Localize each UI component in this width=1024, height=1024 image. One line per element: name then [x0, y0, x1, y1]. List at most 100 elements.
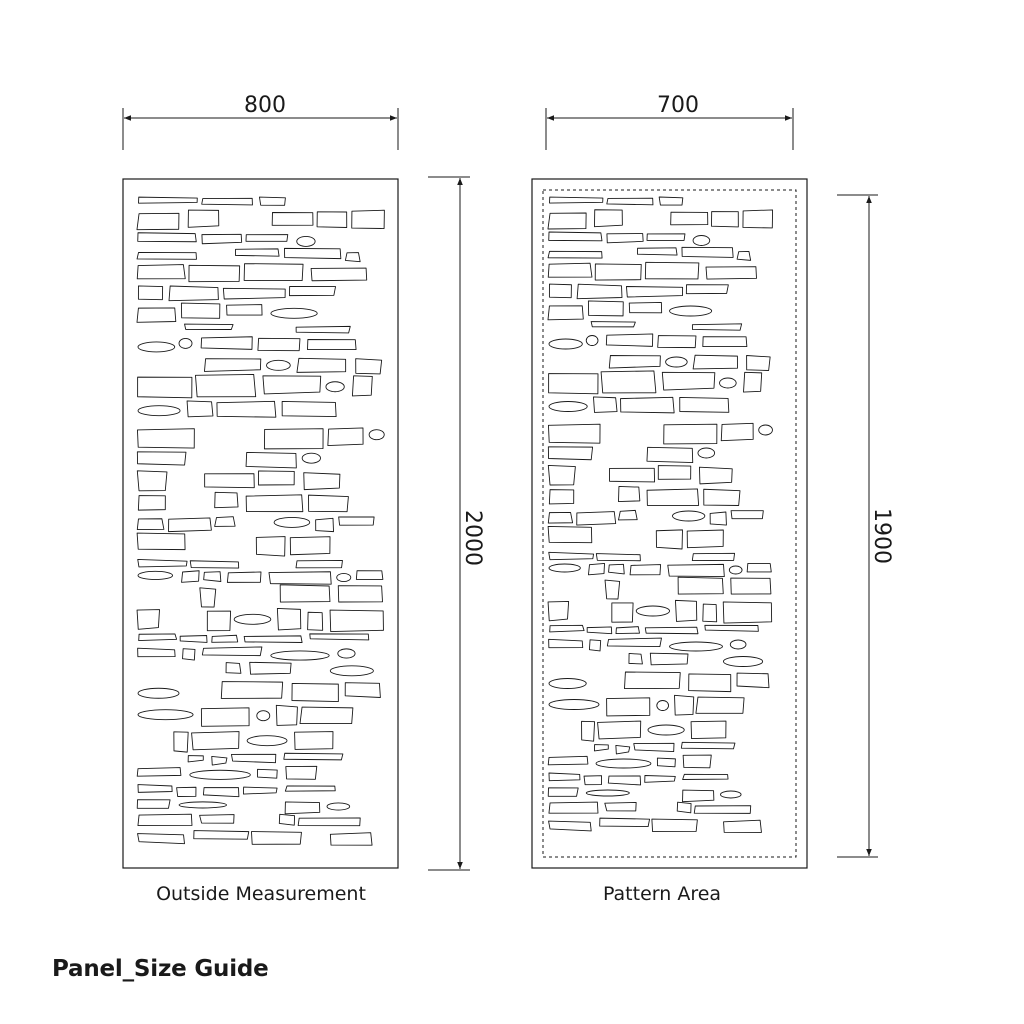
- cutout-shape: [263, 428, 324, 450]
- cutout-shape: [201, 646, 263, 657]
- cutout-shape: [675, 599, 698, 622]
- cutout-shape: [308, 494, 349, 513]
- cutout-shape: [193, 830, 250, 840]
- cutout-shape: [595, 758, 652, 769]
- cutout-shape: [296, 235, 316, 247]
- cutout-shape: [595, 553, 641, 562]
- cutout-shape: [604, 801, 637, 812]
- cutout-shape: [695, 696, 745, 714]
- cutout-shape: [624, 671, 681, 690]
- cutout-shape: [604, 579, 621, 600]
- cutout-shape: [677, 576, 724, 595]
- pattern-area-caption: Pattern Area: [603, 883, 721, 905]
- cutout-shape: [137, 341, 176, 353]
- cutout-shape: [746, 562, 772, 573]
- cutout-shape: [620, 396, 675, 414]
- cutout-shape: [609, 467, 656, 483]
- cutout-shape: [245, 234, 289, 242]
- cutout-shape: [276, 608, 302, 631]
- cutout-shape: [255, 536, 286, 557]
- cutout-shape: [688, 673, 732, 693]
- cutout-shape: [608, 355, 661, 369]
- cutout-shape: [327, 427, 364, 447]
- cutout-shape: [220, 681, 284, 699]
- cutout-shape: [669, 305, 713, 317]
- cutout-shape: [204, 473, 255, 489]
- cutout-shape: [202, 787, 240, 798]
- cutout-shape: [547, 600, 570, 622]
- cutout-shape: [581, 720, 596, 742]
- cutout-pattern: [547, 196, 774, 833]
- cutout-shape: [547, 755, 589, 766]
- cutout-shape: [586, 626, 613, 635]
- cutout-shape: [646, 446, 694, 464]
- cutout-shape: [191, 731, 240, 751]
- cutout-shape: [599, 817, 651, 828]
- cutout-shape: [656, 757, 676, 768]
- cutout-shape: [176, 786, 197, 797]
- cutout-shape: [720, 422, 754, 442]
- cutout-shape: [178, 337, 193, 349]
- cutout-shape: [211, 634, 239, 643]
- cutout-shape: [682, 789, 715, 803]
- height-label: 1900: [869, 508, 894, 564]
- cutout-shape: [628, 302, 663, 314]
- height-dimension-2000: 2000: [428, 176, 485, 871]
- cutout-shape: [590, 321, 636, 328]
- cutout-shape: [138, 196, 198, 204]
- cutout-shape: [618, 486, 641, 503]
- cutout-shape: [736, 250, 752, 261]
- cutout-shape: [188, 264, 241, 283]
- cutout-shape: [548, 373, 599, 395]
- cutout-shape: [243, 263, 304, 282]
- cutout-shape: [646, 488, 700, 506]
- cutout-shape: [720, 790, 742, 799]
- cutout-shape: [729, 639, 747, 650]
- cutout-shape: [326, 802, 351, 811]
- cutout-shape: [173, 731, 189, 753]
- cutout-shape: [587, 300, 624, 317]
- cutout-shape: [242, 786, 278, 795]
- cutout-shape: [137, 405, 181, 417]
- cutout-shape: [633, 742, 675, 753]
- pattern-area-dashed-boundary: [542, 189, 797, 858]
- cutout-shape: [211, 755, 228, 766]
- cutout-shape: [283, 752, 344, 761]
- cutout-shape: [736, 672, 770, 689]
- cutout-shape: [722, 656, 764, 667]
- cutout-shape: [201, 233, 243, 245]
- cutout-shape: [271, 212, 314, 226]
- width-label: 800: [244, 93, 286, 118]
- cutout-shape: [667, 563, 725, 578]
- cutout-shape: [606, 233, 644, 244]
- pattern-area-panel: 700 1900 Pattern Area: [531, 93, 894, 905]
- cutout-shape: [289, 286, 337, 297]
- cutout-shape: [138, 633, 178, 642]
- cutout-shape: [201, 197, 253, 206]
- cutout-shape: [699, 466, 733, 485]
- cutout-shape: [136, 532, 186, 551]
- cutout-shape: [136, 609, 160, 630]
- cutout-shape: [301, 452, 321, 464]
- cutout-shape: [691, 323, 743, 331]
- cutout-shape: [245, 451, 297, 469]
- cutout-shape: [576, 283, 623, 300]
- cutout-shape: [136, 518, 165, 530]
- cutout-shape: [231, 753, 277, 764]
- cutout-shape: [583, 775, 603, 786]
- cutout-shape: [548, 678, 587, 689]
- cutout-shape: [615, 744, 631, 755]
- cutout-shape: [136, 799, 171, 809]
- cutout-shape: [136, 212, 180, 231]
- cutout-shape: [337, 648, 356, 659]
- cutout-shape: [214, 491, 239, 509]
- outside-measurement-caption: Outside Measurement: [156, 883, 366, 905]
- cutout-shape: [593, 744, 609, 752]
- cutout-shape: [200, 336, 253, 350]
- cutout-shape: [204, 358, 262, 372]
- cutout-shape: [249, 661, 292, 675]
- cutout-shape: [691, 552, 736, 561]
- cutout-shape: [549, 624, 585, 633]
- cutout-shape: [222, 287, 286, 300]
- cutout-shape: [730, 510, 764, 520]
